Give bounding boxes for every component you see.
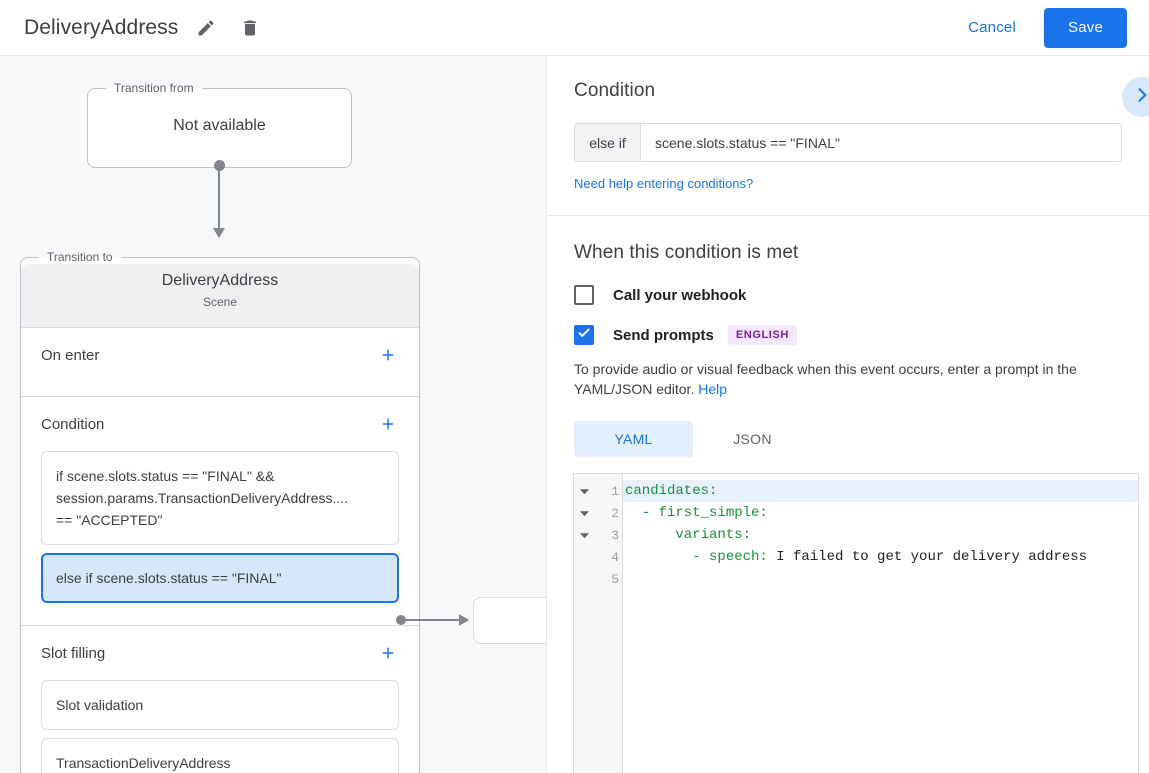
editor-code-area[interactable]: candidates: - first_simple: variants: - … bbox=[623, 474, 1138, 773]
language-badge: ENGLISH bbox=[727, 325, 797, 345]
scene-type-label: Scene bbox=[202, 295, 238, 309]
gutter-row[interactable]: 2 bbox=[574, 502, 622, 524]
app-header: DeliveryAddress Cancel Save bbox=[0, 0, 1149, 56]
send-prompts-label: Send prompts bbox=[613, 326, 714, 344]
chevron-right-icon bbox=[1132, 85, 1149, 110]
plus-icon bbox=[379, 346, 397, 364]
target-node-stub[interactable] bbox=[473, 597, 546, 644]
slot-validation-chip[interactable]: Slot validation bbox=[41, 680, 399, 730]
code-line[interactable] bbox=[623, 568, 1138, 590]
condition-heading: Condition bbox=[574, 80, 656, 101]
panel-when-met-section: When this condition is met Call your web… bbox=[547, 216, 1149, 457]
line-number: 4 bbox=[611, 549, 619, 565]
when-met-heading: When this condition is met bbox=[574, 242, 799, 263]
pencil-icon bbox=[196, 18, 216, 38]
scene-name: DeliveryAddress bbox=[161, 272, 279, 289]
plus-icon bbox=[379, 415, 397, 433]
condition-chip-line: == "ACCEPTED" bbox=[56, 512, 163, 528]
condition-chip-line: if scene.slots.status == "FINAL" && bbox=[56, 468, 275, 484]
yaml-code-editor[interactable]: 1 2 3 4 5 candidates: - first_simple: va… bbox=[573, 473, 1139, 773]
add-condition-button[interactable] bbox=[377, 413, 399, 435]
line-number: 1 bbox=[611, 483, 619, 499]
code-line[interactable]: - first_simple: bbox=[623, 502, 1138, 524]
condition-chip[interactable]: if scene.slots.status == "FINAL" && sess… bbox=[41, 451, 399, 545]
transition-from-legend: Transition from bbox=[114, 81, 194, 95]
plus-icon bbox=[379, 644, 397, 662]
section-title-slot-filling: Slot filling bbox=[41, 644, 106, 662]
gutter-row[interactable]: 4 bbox=[574, 546, 622, 568]
code-key-token: candidates: bbox=[625, 483, 718, 499]
connector-line-vertical bbox=[218, 164, 220, 234]
connector-arrow-right-icon bbox=[459, 614, 469, 626]
panel-condition-section: Condition else if Need help entering con… bbox=[547, 56, 1149, 216]
line-number: 2 bbox=[611, 505, 619, 521]
slot-chip-line: Slot validation bbox=[56, 697, 144, 713]
fold-caret-icon[interactable] bbox=[574, 509, 594, 518]
trash-icon bbox=[240, 18, 260, 38]
code-value-token: I failed to get your delivery address bbox=[767, 549, 1088, 565]
section-slot-filling: Slot filling Slot validation Transaction… bbox=[21, 626, 419, 773]
scene-card-header: DeliveryAddress Scene bbox=[21, 264, 419, 328]
webhook-row[interactable]: Call your webhook bbox=[574, 285, 1122, 305]
editor-format-tabs: YAML JSON bbox=[574, 421, 1122, 457]
prompt-help-link[interactable]: Help bbox=[698, 381, 728, 397]
condition-input-row[interactable]: else if bbox=[574, 123, 1122, 162]
connector-line-horizontal bbox=[403, 619, 461, 621]
checkmark-icon bbox=[577, 326, 591, 345]
slot-chip-line: TransactionDeliveryAddress bbox=[56, 755, 231, 771]
transition-from-node[interactable]: Transition from Not available bbox=[87, 81, 352, 168]
save-button[interactable]: Save bbox=[1044, 7, 1127, 48]
condition-chip-line: else if scene.slots.status == "FINAL" bbox=[56, 570, 282, 586]
cancel-button[interactable]: Cancel bbox=[954, 11, 1030, 44]
code-key-token: - first_simple: bbox=[625, 505, 768, 521]
connector-arrow-down-icon bbox=[213, 228, 225, 238]
section-condition: Condition if scene.slots.status == "FINA… bbox=[21, 397, 419, 626]
line-number: 3 bbox=[611, 527, 619, 543]
call-webhook-label: Call your webhook bbox=[613, 286, 747, 304]
code-key-token: - speech: bbox=[625, 549, 768, 565]
add-on-enter-button[interactable] bbox=[377, 344, 399, 366]
send-prompts-checkbox[interactable] bbox=[574, 325, 594, 345]
line-number: 5 bbox=[611, 571, 619, 587]
editor-gutter: 1 2 3 4 5 bbox=[574, 474, 623, 773]
condition-help-link[interactable]: Need help entering conditions? bbox=[574, 176, 754, 191]
delete-button[interactable] bbox=[234, 12, 266, 44]
section-title-on-enter: On enter bbox=[41, 346, 100, 364]
prompt-help-text: To provide audio or visual feedback when… bbox=[574, 359, 1122, 399]
condition-prefix-label: else if bbox=[575, 124, 641, 161]
prompt-help-sentence: To provide audio or visual feedback when… bbox=[574, 361, 1077, 397]
condition-chip-selected[interactable]: else if scene.slots.status == "FINAL" bbox=[41, 553, 399, 603]
tab-json[interactable]: JSON bbox=[733, 431, 772, 447]
section-title-condition: Condition bbox=[41, 415, 105, 433]
page-title: DeliveryAddress bbox=[24, 15, 179, 39]
condition-chip-line: session.params.TransactionDeliveryAddres… bbox=[56, 490, 349, 506]
add-slot-button[interactable] bbox=[377, 642, 399, 664]
gutter-row[interactable]: 1 bbox=[574, 480, 622, 502]
scene-graph-canvas[interactable]: Transition from Not available Transition… bbox=[0, 56, 546, 773]
transition-from-value: Not available bbox=[173, 117, 266, 134]
send-prompts-row[interactable]: Send prompts ENGLISH bbox=[574, 325, 1122, 345]
code-key-token: variants: bbox=[625, 527, 752, 543]
tab-yaml[interactable]: YAML bbox=[574, 421, 693, 457]
section-header-on-enter: On enter bbox=[41, 328, 399, 382]
gutter-row[interactable]: 3 bbox=[574, 524, 622, 546]
slot-chip[interactable]: TransactionDeliveryAddress bbox=[41, 738, 399, 773]
gutter-row[interactable]: 5 bbox=[574, 568, 622, 590]
fold-caret-icon[interactable] bbox=[574, 487, 594, 496]
code-line[interactable]: - speech: I failed to get your delivery … bbox=[623, 546, 1138, 568]
section-header-condition: Condition bbox=[41, 397, 399, 451]
edit-title-button[interactable] bbox=[190, 12, 222, 44]
condition-expression-input[interactable] bbox=[641, 124, 1121, 161]
fold-caret-icon[interactable] bbox=[574, 531, 594, 540]
section-header-slot-filling: Slot filling bbox=[41, 626, 399, 680]
collapse-panel-button[interactable] bbox=[1122, 77, 1149, 117]
call-webhook-checkbox[interactable] bbox=[574, 285, 594, 305]
transition-to-legend: Transition to bbox=[47, 250, 113, 264]
code-line[interactable]: variants: bbox=[623, 524, 1138, 546]
section-on-enter: On enter bbox=[21, 328, 419, 397]
code-line[interactable]: candidates: bbox=[623, 480, 1138, 502]
transition-to-node[interactable]: Transition to DeliveryAddress Scene On e… bbox=[20, 250, 420, 773]
connector-dot-condition bbox=[396, 615, 406, 625]
